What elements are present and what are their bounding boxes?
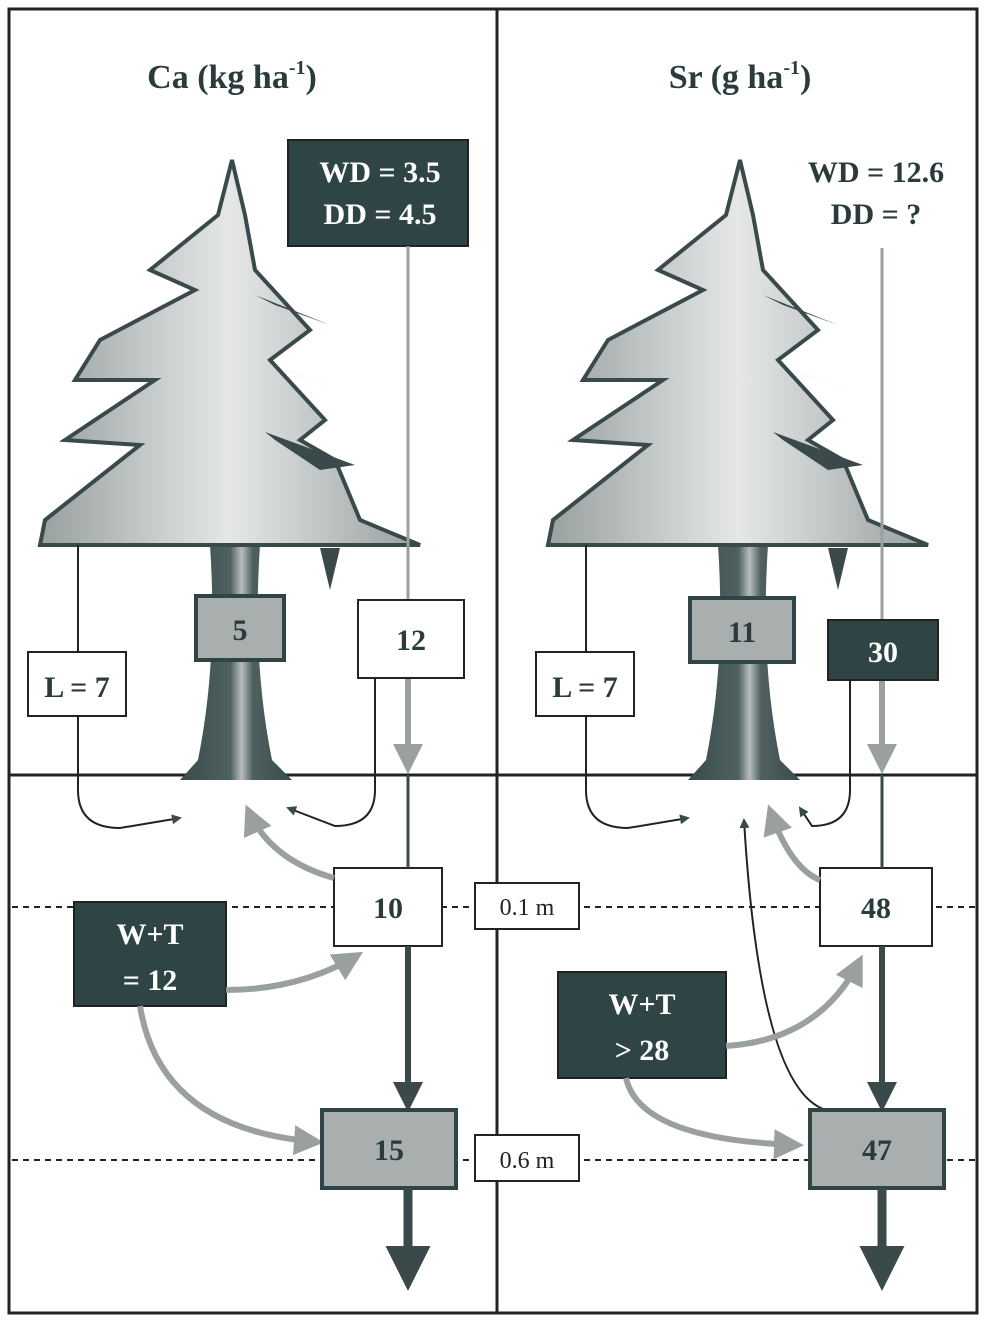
stem-return-arrow-ca	[286, 678, 376, 828]
svg-text:W+T: W+T	[116, 918, 183, 951]
deep-uptake-arrow-sr	[739, 818, 827, 1111]
weathering-upper-arrow-sr	[725, 954, 863, 1049]
throughfall-box-sr: 30	[827, 619, 939, 681]
svg-text:WD = 3.5: WD = 3.5	[319, 156, 440, 189]
svg-text:12: 12	[396, 624, 426, 657]
upper-soil-pool-sr: 48	[819, 867, 933, 947]
svg-text:5: 5	[233, 614, 248, 647]
svg-text:DD = ?: DD = ?	[831, 198, 921, 231]
depth-label-deep: 0.6 m	[474, 1134, 580, 1182]
panel-sr: Sr (g ha-1) WD = 12.6 DD = ? L = 7 11	[535, 57, 946, 1291]
svg-text:0.1 m: 0.1 m	[500, 895, 555, 921]
panel-title-ca: Ca (kg ha-1)	[147, 57, 317, 96]
uptake-arrow-ca	[243, 804, 335, 881]
stemflow-box-sr: 11	[688, 596, 796, 664]
svg-text:15: 15	[374, 1134, 404, 1167]
svg-text:47: 47	[862, 1134, 892, 1167]
deposition-box-ca: WD = 3.5 DD = 4.5	[287, 139, 469, 247]
uptake-arrow-sr	[763, 804, 822, 883]
litter-return-arrow-ca	[77, 716, 182, 830]
weathering-lower-arrow-sr	[623, 1077, 804, 1160]
svg-text:DD = 4.5: DD = 4.5	[324, 198, 437, 231]
svg-text:WD = 12.6: WD = 12.6	[808, 156, 944, 189]
throughfall-box-ca: 12	[357, 599, 465, 679]
stem-return-arrow-sr	[798, 680, 851, 828]
weathering-upper-arrow-ca	[225, 951, 364, 993]
svg-text:W+T: W+T	[608, 988, 675, 1021]
weathering-box-ca: W+T = 12	[73, 901, 227, 1007]
litterfall-box-ca: L = 7	[27, 651, 127, 717]
lower-soil-pool-sr: 47	[808, 1108, 946, 1190]
panel-ca: Ca (kg ha-1) WD = 3.5 DD = 4.5 L = 7 5	[27, 57, 469, 1291]
svg-text:> 28: > 28	[615, 1034, 670, 1067]
lower-soil-pool-ca: 15	[320, 1108, 458, 1190]
weathering-lower-arrow-ca	[137, 1005, 324, 1156]
svg-text:0.6 m: 0.6 m	[500, 1148, 555, 1174]
depth-label-shallow: 0.1 m	[474, 882, 580, 930]
weathering-box-sr: W+T > 28	[557, 971, 727, 1079]
svg-text:10: 10	[373, 892, 403, 925]
stemflow-box-ca: 5	[194, 594, 286, 662]
svg-text:= 12: = 12	[123, 964, 178, 997]
upper-soil-pool-ca: 10	[333, 867, 443, 947]
svg-text:11: 11	[728, 616, 756, 649]
svg-text:L = 7: L = 7	[44, 671, 109, 704]
svg-text:48: 48	[861, 892, 891, 925]
deposition-text-sr: WD = 12.6 DD = ?	[808, 156, 944, 231]
tree-icon	[37, 159, 421, 780]
litter-return-arrow-sr	[585, 716, 690, 830]
litterfall-box-sr: L = 7	[535, 651, 635, 717]
panel-title-sr: Sr (g ha-1)	[669, 57, 812, 96]
svg-text:L = 7: L = 7	[552, 671, 617, 704]
svg-text:30: 30	[868, 636, 898, 669]
outer-frame	[7, 7, 979, 1315]
